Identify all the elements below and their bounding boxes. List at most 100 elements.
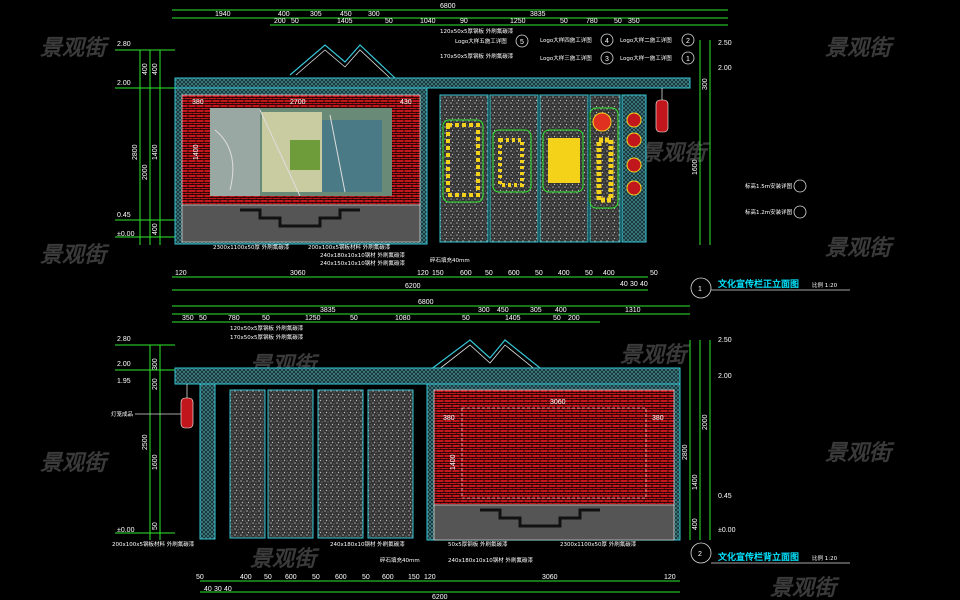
svg-text:2.80: 2.80 — [117, 41, 131, 48]
watermark: 景观街 — [640, 141, 710, 166]
svg-text:40: 40 — [204, 586, 212, 593]
back-left-dimensions: 2.80 2.00 1.95 ±0.00 2500 1600 300 200 5… — [115, 336, 175, 540]
svg-text:150: 150 — [408, 574, 420, 581]
svg-text:碎石填充40mm: 碎石填充40mm — [430, 256, 470, 264]
svg-text:50: 50 — [553, 315, 561, 322]
svg-text:50: 50 — [585, 270, 593, 277]
svg-text:30: 30 — [214, 586, 222, 593]
svg-text:600: 600 — [382, 574, 394, 581]
watermark: 景观街 — [40, 36, 110, 61]
svg-text:3835: 3835 — [530, 11, 546, 18]
svg-text:0.45: 0.45 — [718, 493, 732, 500]
svg-text:1400: 1400 — [450, 454, 457, 470]
watermark: 景观街 — [40, 243, 110, 268]
svg-text:3060: 3060 — [550, 399, 566, 406]
svg-text:50: 50 — [385, 18, 393, 25]
svg-text:170x50x5厚钢板 外刷氟碳漆: 170x50x5厚钢板 外刷氟碳漆 — [440, 52, 514, 60]
svg-text:600: 600 — [285, 574, 297, 581]
svg-text:430: 430 — [400, 99, 412, 106]
svg-text:50: 50 — [152, 522, 159, 530]
svg-text:50: 50 — [614, 18, 622, 25]
svg-text:3060: 3060 — [542, 574, 558, 581]
svg-text:±0.00: ±0.00 — [117, 231, 135, 238]
svg-text:240x180x10钢材 外刷氟碳漆: 240x180x10钢材 外刷氟碳漆 — [330, 540, 405, 548]
svg-text:50x5厚钢板 外刷氟碳漆: 50x5厚钢板 外刷氟碳漆 — [448, 540, 508, 548]
svg-text:200: 200 — [274, 18, 286, 25]
svg-text:450: 450 — [340, 11, 352, 18]
svg-text:3835: 3835 — [320, 307, 336, 314]
svg-text:2300x1100x50厚 外刷氟碳漆: 2300x1100x50厚 外刷氟碳漆 — [213, 243, 290, 251]
svg-text:200: 200 — [152, 378, 159, 390]
svg-text:50: 50 — [535, 270, 543, 277]
svg-text:6800: 6800 — [440, 3, 456, 10]
svg-text:600: 600 — [335, 574, 347, 581]
svg-text:1400: 1400 — [152, 144, 159, 160]
front-map-image — [210, 108, 392, 197]
back-bottom-dimensions: 50 40 30 40 400 50 600 50 600 50 600 150… — [196, 574, 680, 600]
svg-text:40: 40 — [620, 281, 628, 288]
svg-text:50: 50 — [350, 315, 358, 322]
svg-text:0.45: 0.45 — [117, 212, 131, 219]
svg-text:200: 200 — [568, 315, 580, 322]
svg-text:305: 305 — [310, 11, 322, 18]
svg-text:120: 120 — [664, 574, 676, 581]
svg-text:1: 1 — [686, 56, 690, 63]
svg-text:3: 3 — [605, 56, 609, 63]
watermark: 景观街 — [770, 576, 840, 600]
svg-text:240x150x10x10钢材 外刷氟碳漆: 240x150x10x10钢材 外刷氟碳漆 — [320, 259, 406, 267]
svg-text:1405: 1405 — [337, 18, 353, 25]
svg-text:Logo大样二施工详图: Logo大样二施工详图 — [620, 36, 672, 44]
svg-text:400: 400 — [240, 574, 252, 581]
svg-text:120: 120 — [417, 270, 429, 277]
svg-text:2300x1100x50厚 外刷氟碳漆: 2300x1100x50厚 外刷氟碳漆 — [560, 540, 637, 548]
svg-text:2.00: 2.00 — [718, 373, 732, 380]
svg-text:380: 380 — [652, 415, 664, 422]
sign-logo-5 — [446, 123, 480, 197]
svg-text:400: 400 — [558, 270, 570, 277]
svg-text:2.50: 2.50 — [718, 337, 732, 344]
svg-text:Logo大样五施工详图: Logo大样五施工详图 — [455, 37, 507, 45]
watermark: 景观街 — [825, 441, 895, 466]
svg-text:400: 400 — [152, 63, 159, 75]
svg-text:1080: 1080 — [395, 315, 411, 322]
svg-text:2.50: 2.50 — [718, 40, 732, 47]
svg-text:40: 40 — [640, 281, 648, 288]
svg-text:1: 1 — [698, 286, 702, 293]
svg-text:380: 380 — [443, 415, 455, 422]
svg-text:400: 400 — [278, 11, 290, 18]
svg-text:150: 150 — [432, 270, 444, 277]
svg-text:±0.00: ±0.00 — [718, 527, 736, 534]
svg-text:600: 600 — [460, 270, 472, 277]
svg-text:碎石填充40mm: 碎石填充40mm — [380, 556, 420, 564]
svg-text:3060: 3060 — [290, 270, 306, 277]
svg-text:400: 400 — [152, 223, 159, 235]
svg-text:400: 400 — [692, 518, 699, 530]
svg-text:标高1.2m安装详图: 标高1.2m安装详图 — [745, 208, 793, 216]
watermark: 景观街 — [620, 343, 690, 368]
svg-text:±0.00: ±0.00 — [117, 527, 135, 534]
svg-text:90: 90 — [460, 18, 468, 25]
sign-logo-2 — [596, 137, 614, 203]
svg-text:1250: 1250 — [305, 315, 321, 322]
svg-text:300: 300 — [368, 11, 380, 18]
svg-text:240x180x10x10钢材 外刷氟碳漆: 240x180x10x10钢材 外刷氟碳漆 — [448, 556, 534, 564]
front-gravel-panels — [439, 94, 647, 243]
svg-text:2700: 2700 — [290, 99, 306, 106]
back-gravel-panels — [199, 383, 414, 540]
svg-text:2800: 2800 — [682, 444, 689, 460]
svg-text:300: 300 — [702, 78, 709, 90]
svg-text:1940: 1940 — [215, 11, 231, 18]
svg-text:2000: 2000 — [142, 164, 149, 180]
front-bottom-notes: 2300x1100x50厚 外刷氟碳漆 200x100x5钢板材料 外刷氟碳漆 … — [213, 243, 470, 267]
svg-text:120x50x5厚钢板 外刷氟碳漆: 120x50x5厚钢板 外刷氟碳漆 — [230, 324, 304, 332]
back-top-dimensions: 6800 3835 300 450 305 400 1310 350 50 78… — [172, 299, 690, 323]
svg-text:40: 40 — [224, 586, 232, 593]
sign-logo-4 — [498, 138, 524, 187]
back-step-base — [433, 504, 675, 541]
svg-text:2500: 2500 — [142, 434, 149, 450]
svg-text:400: 400 — [142, 63, 149, 75]
svg-text:1400: 1400 — [692, 474, 699, 490]
svg-text:780: 780 — [228, 315, 240, 322]
svg-text:240x180x10x10钢材 外刷氟碳漆: 240x180x10x10钢材 外刷氟碳漆 — [320, 251, 406, 259]
front-top-dimensions: 6800 1940 400 305 450 300 3835 200 50 14… — [172, 3, 728, 26]
